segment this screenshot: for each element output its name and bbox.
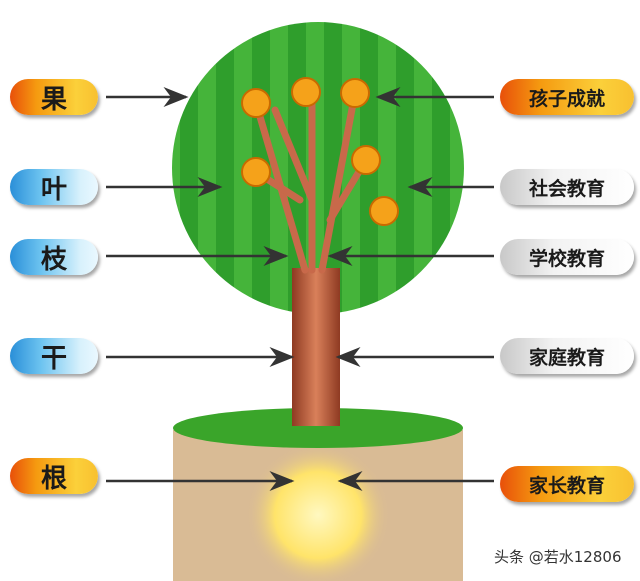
label-social-education: 社会教育 (500, 169, 634, 205)
label-parent-education: 家长教育 (500, 466, 634, 502)
fruit (241, 88, 271, 118)
fruit (241, 157, 271, 187)
fruit (340, 78, 370, 108)
ground (173, 408, 463, 448)
label-family-education: 家庭教育 (500, 338, 634, 374)
label-root: 根 (10, 458, 98, 494)
trunk (292, 268, 340, 426)
label-fruit: 果 (10, 79, 98, 115)
label-trunk: 干 (10, 338, 98, 374)
fruit (291, 77, 321, 107)
watermark: 头条 @若水12806 (494, 548, 622, 566)
label-branch: 枝 (10, 239, 98, 275)
label-leaf: 叶 (10, 169, 98, 205)
fruits (241, 77, 399, 226)
label-child-achievement: 孩子成就 (500, 79, 634, 115)
branches (252, 88, 370, 274)
fruit (369, 196, 399, 226)
root-glow (246, 443, 390, 581)
fruit (351, 145, 381, 175)
label-school-education: 学校教育 (500, 239, 634, 275)
arrows (106, 87, 494, 491)
